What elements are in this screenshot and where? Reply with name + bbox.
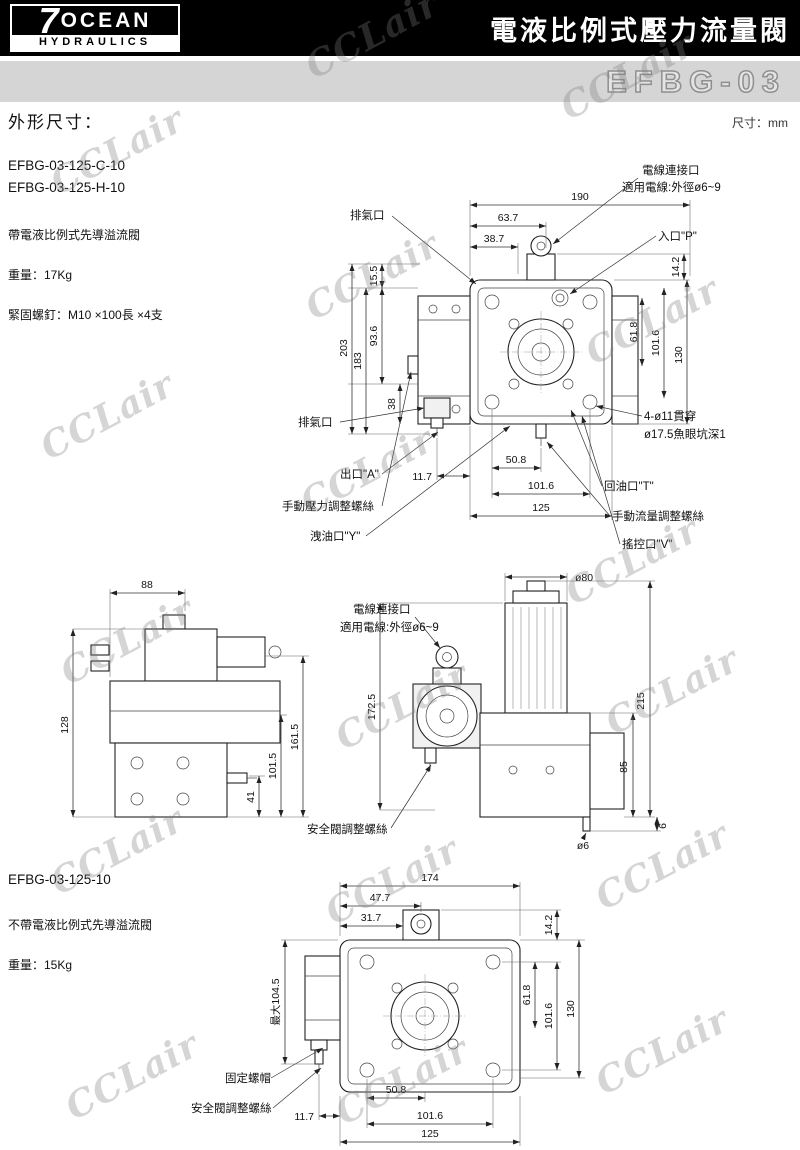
dim-183: 183 [352, 352, 364, 370]
dim-93-6: 93.6 [368, 326, 380, 347]
dim-11-7: 11.7 [294, 1111, 314, 1123]
label-wire-connector: 電線連接口 [353, 602, 411, 616]
dim-174: 174 [421, 872, 439, 884]
dim-d6: ø6 [577, 840, 589, 852]
label-outlet-a: 出口"A" [340, 467, 379, 481]
dim-172-5: 172.5 [366, 694, 378, 720]
page-title: 電液比例式壓力流量閥 [490, 15, 790, 46]
wire-connector [526, 253, 556, 281]
label-manual-flow: 手動流量調整螺絲 [612, 509, 704, 523]
drawing-variant-b: 174 47.7 31.7 最大104.5 14.2 61.8 101.6 13… [191, 872, 585, 1146]
dim-85: 85 [618, 761, 630, 773]
drawing3-dimensions: 174 47.7 31.7 最大104.5 14.2 61.8 101.6 13… [269, 872, 585, 1146]
dim-14-2: 14.2 [670, 257, 682, 278]
model-number-a2: EFBG-03-125-H-10 [8, 180, 126, 195]
drawing1-dimensions: 190 63.7 38.7 15.5 93.6 38 183 203 [338, 191, 691, 520]
section-title: 外形尺寸： [8, 113, 103, 132]
variant-a-description: 帶電液比例式先導溢流閥 [8, 228, 141, 242]
label-manual-pressure: 手動壓力調整螺絲 [282, 499, 374, 513]
dim-d80: ø80 [575, 572, 593, 584]
model-band: EFBG-03 [0, 61, 800, 102]
label-mount-holes: 4-ø11貫穿 [644, 409, 696, 423]
unit-label: 尺寸：mm [732, 116, 788, 130]
label-wire-connector: 電線連接口 [642, 163, 700, 177]
dim-6: 6 [657, 823, 669, 829]
variant-b-description: 不帶電液比例式先導溢流閥 [8, 918, 153, 932]
dim-203: 203 [338, 339, 350, 357]
safety-valve-screw [424, 747, 437, 764]
logo-ocean: OCEAN [60, 8, 152, 32]
label-wire-spec: 適用電線:外徑ø6~9 [340, 620, 439, 634]
dim-61-8: 61.8 [628, 322, 640, 343]
dim-101-6-bottom: 101.6 [417, 1110, 443, 1122]
dim-101-6-right: 101.6 [543, 1003, 555, 1029]
valve-top-view-b [304, 909, 521, 1093]
dim-15-5: 15.5 [368, 266, 380, 287]
valve-front-view [90, 614, 282, 818]
dim-101-6-bottom: 101.6 [528, 480, 554, 492]
model-code: EFBG-03 [605, 63, 786, 100]
label-remote-v: 搖控口"V" [622, 537, 672, 551]
label-inlet-p: 入口"P" [658, 230, 697, 243]
solenoid-coil [504, 602, 568, 714]
drawing-variant-a: 190 63.7 38.7 15.5 93.6 38 183 203 [282, 163, 726, 551]
dim-215: 215 [635, 692, 647, 710]
drawing1-labels: 排氣口 電線連接口 適用電線:外徑ø6~9 入口"P" 排氣口 出口"A" 手動… [282, 163, 726, 551]
label-return-t: 回油口"T" [604, 479, 654, 493]
dim-41: 41 [245, 791, 257, 803]
label-counterbore: ø17.5魚眼坑深1 [644, 427, 726, 441]
watermark: CCLair [33, 363, 181, 469]
dim-101-6-right: 101.6 [650, 330, 662, 356]
label-fixing-nut: 固定螺帽 [225, 1071, 271, 1085]
dim-88: 88 [141, 579, 153, 591]
label-safety-screw: 安全閥調整螺絲 [191, 1101, 272, 1115]
drawing-views-a: 88 128 41 101.5 161.5 [59, 572, 669, 852]
drawing2-labels: 電線連接口 適用電線:外徑ø6~9 安全閥調整螺絲 [307, 602, 441, 836]
valve-side-view [412, 580, 625, 832]
label-safety-screw: 安全閥調整螺絲 [307, 822, 388, 836]
header-bar: 7 OCEAN HYDRAULICS 電液比例式壓力流量閥 [0, 0, 800, 56]
fixing-nut [310, 1039, 328, 1051]
dim-190: 190 [571, 191, 589, 203]
variant-a-screws: 緊固螺釘：M10 ×100長 ×4支 [8, 308, 163, 322]
dim-101-5: 101.5 [267, 753, 279, 779]
variant-b-weight: 重量：15Kg [8, 958, 73, 972]
dim-130: 130 [565, 1000, 577, 1018]
drawing2-side-dimensions: ø80 172.5 215 85 ø6 6 [366, 572, 669, 852]
dim-38-7: 38.7 [484, 233, 505, 245]
dim-130: 130 [673, 346, 685, 364]
label-exhaust-top: 排氣口 [350, 208, 385, 222]
dim-14-2: 14.2 [543, 915, 555, 936]
pressure-adjust-screw [407, 355, 419, 375]
dim-max-104-5: 最大104.5 [269, 978, 282, 1025]
logo-wordmark: 7 OCEAN [12, 0, 178, 41]
model-number-a1: EFBG-03-125-C-10 [8, 158, 126, 173]
model-number-b1: EFBG-03-125-10 [8, 872, 111, 887]
dim-161-5: 161.5 [289, 724, 301, 750]
logo-subtitle: HYDRAULICS [12, 35, 178, 50]
dim-50-8: 50.8 [386, 1084, 407, 1096]
dim-50-8: 50.8 [506, 454, 527, 466]
label-wire-spec: 適用電線:外徑ø6~9 [622, 180, 721, 194]
dim-38: 38 [386, 398, 398, 410]
dim-63-7: 63.7 [498, 212, 519, 224]
dim-125: 125 [421, 1128, 439, 1140]
drawing3-labels: 固定螺帽 安全閥調整螺絲 [191, 1047, 324, 1115]
label-drain-y: 洩油口"Y" [310, 529, 360, 543]
dim-11-7: 11.7 [412, 471, 432, 483]
flow-adjust-screw [535, 423, 547, 439]
dim-61-8: 61.8 [521, 985, 533, 1006]
logo-seven: 7 [38, 0, 59, 41]
drawing2-front-dimensions: 88 128 41 101.5 161.5 [59, 579, 309, 818]
dim-31-7: 31.7 [361, 912, 382, 924]
valve-top-view [407, 235, 639, 446]
dim-128: 128 [59, 716, 71, 734]
variant-a-weight: 重量：17Kg [8, 268, 73, 282]
dim-125: 125 [532, 502, 550, 514]
company-logo: 7 OCEAN HYDRAULICS [10, 0, 180, 52]
dim-47-7: 47.7 [370, 892, 391, 904]
label-exhaust-bottom: 排氣口 [298, 415, 333, 429]
